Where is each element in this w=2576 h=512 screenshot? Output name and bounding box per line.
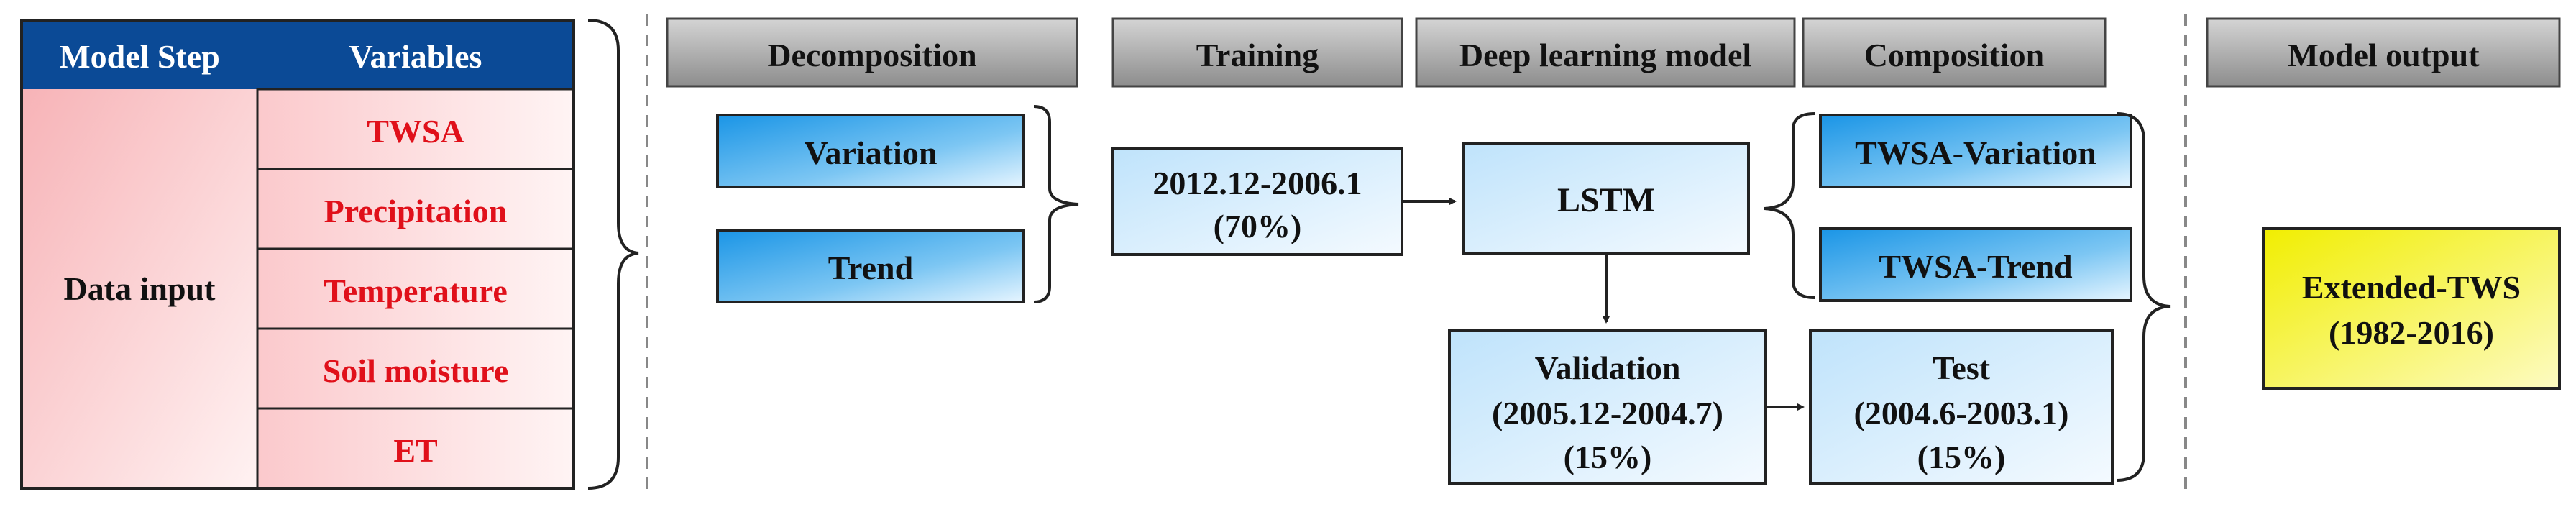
training-period: 2012.12-2006.1 xyxy=(1152,165,1362,201)
data-input-label: Data input xyxy=(64,270,216,307)
input-table: Model Step Variables Data input TWSA Pre… xyxy=(20,19,575,490)
trend-label: Trend xyxy=(828,250,914,286)
variable-soil-moisture: Soil moisture xyxy=(323,352,509,389)
variable-twsa: TWSA xyxy=(367,113,464,150)
twsa-trend-label: TWSA-Trend xyxy=(1879,248,2073,285)
test-period: (2004.6-2003.1) xyxy=(1854,395,2069,431)
output-brace xyxy=(2116,112,2171,482)
training-box xyxy=(1111,147,1403,256)
input-table-border xyxy=(20,19,575,490)
variation-box xyxy=(716,114,1025,188)
training-share: (70%) xyxy=(1214,208,1302,244)
table-header-variables: Variables xyxy=(349,38,482,75)
variable-et: ET xyxy=(393,432,437,469)
header-composition: Composition xyxy=(1864,37,2044,73)
decomposition-brace xyxy=(1033,105,1079,303)
stage-headers: Decomposition Training Deep learning mod… xyxy=(666,17,2561,88)
extended-tws-title: Extended-TWS xyxy=(2302,269,2521,306)
header-training-box xyxy=(1111,17,1403,88)
twsa-variation-box xyxy=(1819,114,2132,188)
header-deep-learning-box xyxy=(1415,17,1796,88)
validation-period: (2005.12-2004.7) xyxy=(1492,395,1723,431)
twsa-variation-label: TWSA-Variation xyxy=(1855,134,2096,171)
variation-label: Variation xyxy=(805,134,938,171)
table-header-variables-cell xyxy=(257,20,574,89)
header-training: Training xyxy=(1196,37,1319,73)
header-deep-learning: Deep learning model xyxy=(1459,37,1751,73)
lstm-box xyxy=(1462,142,1750,255)
validation-box xyxy=(1448,329,1767,485)
test-box xyxy=(1809,329,2114,485)
test-title: Test xyxy=(1933,349,1991,386)
validation-title: Validation xyxy=(1535,349,1681,386)
table-header-step: Model Step xyxy=(59,38,220,75)
extended-tws-period: (1982-2016) xyxy=(2329,314,2494,351)
header-output-box xyxy=(2206,17,2561,88)
variable-precipitation: Precipitation xyxy=(324,193,508,229)
header-output: Model output xyxy=(2287,37,2480,73)
variable-rows: TWSA Precipitation Temperature Soil mois… xyxy=(256,88,575,490)
validation-share: (15%) xyxy=(1564,439,1652,475)
extended-tws-box xyxy=(2262,227,2561,390)
data-input-cell xyxy=(22,89,257,488)
trend-box xyxy=(716,229,1025,303)
table-header-step-cell xyxy=(22,20,257,89)
lstm-label: LSTM xyxy=(1557,181,1655,219)
twsa-trend-box xyxy=(1819,227,2132,302)
input-brace xyxy=(587,19,639,490)
header-decomposition: Decomposition xyxy=(767,37,976,73)
header-composition-box xyxy=(1802,17,2107,88)
header-decomposition-box xyxy=(666,17,1078,88)
test-share: (15%) xyxy=(1917,439,2006,475)
variable-temperature: Temperature xyxy=(324,273,508,309)
composition-left-brace xyxy=(1764,112,1815,299)
